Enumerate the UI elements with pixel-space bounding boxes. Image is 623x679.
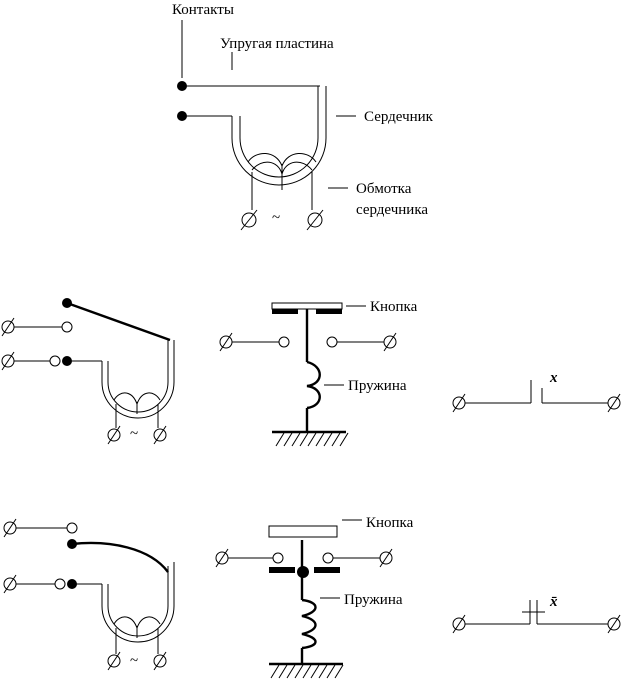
label-x: x [549,370,558,386]
core-inner [239,86,319,178]
armature-plate [66,301,171,342]
spring-coil [306,360,321,410]
core-outer [231,86,327,186]
label-x-bar: x̄ [549,594,558,610]
label-core: Сердечник [364,109,434,125]
ground-hatch-2 [270,664,344,679]
relay-open: ~ [1,298,175,445]
label-winding-2: сердечника [356,202,428,218]
label-spring-plate: Упругая пластина [220,36,334,52]
button-cap-2 [268,525,338,538]
relay-main: ~ Контакты Упругая пластина Сердечник Об… [172,2,434,231]
ac-symbol: ~ [272,210,280,226]
button-open: Кнопка Пружина [219,299,418,447]
spring-coil-compressed [301,598,317,650]
symbol-x-bar: x̄ [452,594,621,634]
ac-symbol-2: ~ [130,426,138,442]
ground-hatch [275,432,349,447]
ac-symbol-3: ~ [130,653,138,669]
label-spring-2: Пружина [344,592,403,608]
label-button-1: Кнопка [370,299,418,315]
label-spring-1: Пружина [348,378,407,394]
label-contacts: Контакты [172,2,234,18]
button-cap [271,302,343,310]
contact-open [61,321,73,333]
symbol-x: x [452,370,621,413]
armature-plate-closed [71,541,169,573]
label-winding-1: Обмотка [356,181,412,197]
label-button-2: Кнопка [366,515,414,531]
button-pressed: Кнопка Пружина [215,515,414,679]
relay-closed: ~ [3,518,175,671]
